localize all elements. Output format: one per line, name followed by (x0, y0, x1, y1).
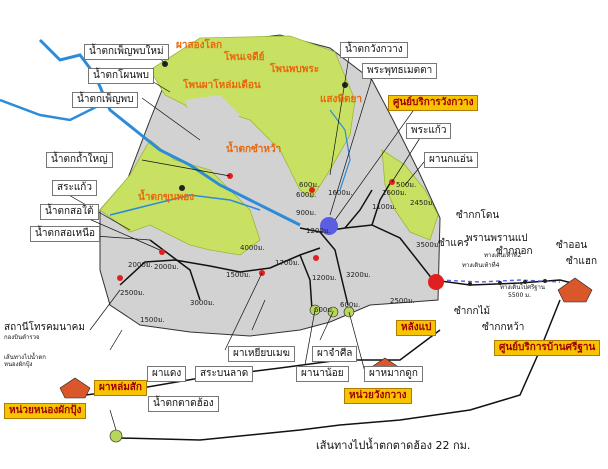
poi-marker[interactable] (159, 249, 165, 255)
label-pha-yiap-mek[interactable]: ผาเหยียบเมฆ (228, 346, 295, 362)
label-lang-pae[interactable]: หลังแป (396, 320, 437, 336)
lang-pae-marker[interactable] (428, 274, 444, 290)
label-saeng-thit-rat[interactable]: แสงทิตยา (320, 94, 362, 105)
label-waterfall-sam-lang[interactable]: น้ำตกซำหว้า (226, 144, 282, 155)
distance-label: 2000ม. (154, 263, 179, 271)
poi-marker[interactable] (309, 187, 315, 193)
distance-label: 1600ม. (328, 189, 353, 197)
plateau-patch (240, 140, 290, 200)
trail-node-marker (468, 282, 472, 286)
label-pha-lom-sak[interactable]: ผาหล่มสัก (94, 380, 147, 396)
river (329, 109, 351, 191)
label-phra-kaew[interactable]: พระแก้ว (406, 123, 452, 139)
label-waterfall-sao-tai[interactable]: น้ำตกสอใต้ (40, 204, 99, 220)
distance-label: 1200ม. (312, 274, 337, 282)
label-waterfall-wang-kwang[interactable]: น้ำตกวังกวาง (340, 42, 408, 58)
label-nong-pak-pung-route: เส้นทางไปน้ำตกหนองผักปุ้ง (4, 354, 46, 368)
label-waterfall-phen-phop-mai[interactable]: น้ำตกเพ็ญพบใหม่ (84, 44, 169, 60)
road-network (84, 179, 581, 441)
trail-label-km2: ทางเดินเท้าที่2 (484, 252, 522, 259)
label-sam-kok-wa[interactable]: ซำกกหว้า (482, 322, 525, 333)
trail-label-route: ทางเดินไปศรีฐาน (500, 284, 545, 291)
label-pha-daeng[interactable]: ผาแดง (147, 366, 187, 382)
trail-label-km4: ทางเดินเท้าที่4 (462, 262, 500, 269)
poi-marker[interactable] (117, 275, 123, 281)
trail-label-distance: 5500 ม. (508, 292, 532, 299)
trail (439, 279, 561, 283)
label-pha-mak-duk[interactable]: ผาหมากดูก (364, 366, 423, 382)
trail-node-marker (523, 280, 527, 284)
label-sam-haek[interactable]: ซำแฮก (566, 256, 598, 267)
trail-node-marker (498, 281, 502, 285)
distance-label: 1100ม. (372, 203, 397, 211)
label-waterfall-tham-yai[interactable]: น้ำตกถ้ำใหญ่ (46, 152, 113, 168)
distance-label: 900ม. (296, 209, 317, 217)
river (38, 38, 301, 227)
label-sam-kok-ok[interactable]: ซำกกอก (496, 246, 533, 257)
label-pha-na-noi[interactable]: ผานาน้อย (296, 366, 349, 382)
center-marker[interactable] (320, 217, 338, 235)
label-sam-on[interactable]: ซำออน (556, 240, 588, 251)
distance-label: 2000ม. (128, 261, 153, 269)
label-center-wang-kwang[interactable]: ศูนย์บริการวังกวาง (388, 95, 479, 111)
green-marker[interactable] (109, 429, 123, 443)
label-phon-chet-si[interactable]: โพนเจดีย์ (224, 52, 265, 63)
leader-lines (59, 49, 426, 431)
distance-label: 1500ม. (140, 316, 165, 324)
distance-label: 600ม. (314, 306, 335, 314)
distance-label: 600ม. (296, 191, 317, 199)
label-sam-khae[interactable]: ซำแคร่ (438, 238, 469, 249)
label-sa-kaew[interactable]: สระแก้ว (52, 180, 97, 196)
label-pha-song-lok[interactable]: ผาสองโลก (176, 40, 223, 51)
label-waterfall-khun-phong[interactable]: น้ำตกขุนพอง (138, 192, 195, 203)
label-waterfall-tat-hong[interactable]: น้ำตกตาดฮ้อง (148, 396, 219, 412)
distance-label: 500ม. (396, 181, 417, 189)
distance-label: 600ม. (299, 181, 320, 189)
label-center-ban-si-than[interactable]: ศูนย์บริการบ้านศรีฐาน (494, 340, 601, 356)
trail-node-marker (543, 279, 547, 283)
label-sa-bon-lad[interactable]: สระบนลาด (195, 366, 254, 382)
waterfall-marker[interactable] (342, 82, 348, 88)
label-sam-kok-mai[interactable]: ซำกกไม้ (454, 306, 491, 317)
label-pha-nok-aen[interactable]: ผานกแอ่น (424, 152, 478, 168)
river (109, 194, 261, 216)
plateau-patch (185, 95, 240, 135)
label-unit-nong-pak-pung[interactable]: หน่วยหนองผักปุ้ง (4, 403, 87, 419)
distance-label: 2500ม. (120, 289, 145, 297)
label-phran-phran-pae[interactable]: พรานพรานแป (466, 233, 528, 244)
label-phon-pha-lom-duean[interactable]: โพนผาโหล่มเดือน (183, 80, 261, 91)
distance-label: 1200ม. (306, 227, 331, 235)
label-waterfall-phen-phop[interactable]: น้ำตกเพ็ญพบ (72, 92, 139, 108)
label-sam-kok-don[interactable]: ซำกกโดน (456, 210, 500, 221)
unit-hut-icon (59, 377, 91, 399)
label-phon-phrop-phra[interactable]: โพนพบพระ (270, 64, 320, 75)
label-road-to-tat-hong: เส้นทางไปน้ำตกตาดฮ้อง 22 กม. (316, 439, 471, 452)
waterfall-marker[interactable] (179, 185, 185, 191)
label-phra-phuttha-mettha[interactable]: พระพุทธเมตตา (362, 63, 438, 79)
distance-label: 2500ม. (390, 297, 415, 305)
distance-label: 1700ม. (275, 259, 300, 267)
label-pha-cham-sin[interactable]: ผาจำศีล (312, 346, 358, 362)
label-waterfall-nom-phop[interactable]: น้ำตกโผนพบ (88, 68, 155, 84)
distance-label: 3500ม. (416, 241, 441, 249)
distance-label: 1500ม. (226, 271, 251, 279)
unit-hut-icon (557, 277, 593, 303)
poi-marker[interactable] (313, 255, 319, 261)
distance-label: 2450ม. (410, 199, 435, 207)
distance-label: 4000ม. (240, 244, 265, 252)
distance-label: 1600ม. (382, 189, 407, 197)
label-telecom-station-sub: กองบินตำรวจ (4, 334, 40, 341)
distance-label: 600ม. (340, 301, 361, 309)
distance-label: 3000ม. (190, 299, 215, 307)
label-telecom-station[interactable]: สถานีโทรคมนาคม (4, 322, 85, 333)
distance-label: 3200ม. (346, 271, 371, 279)
label-waterfall-sao-nuea[interactable]: น้ำตกสอเหนือ (30, 226, 100, 242)
forest-area-east (381, 149, 439, 241)
label-unit-wang-kwang[interactable]: หน่วยวังกวาง (344, 388, 412, 404)
